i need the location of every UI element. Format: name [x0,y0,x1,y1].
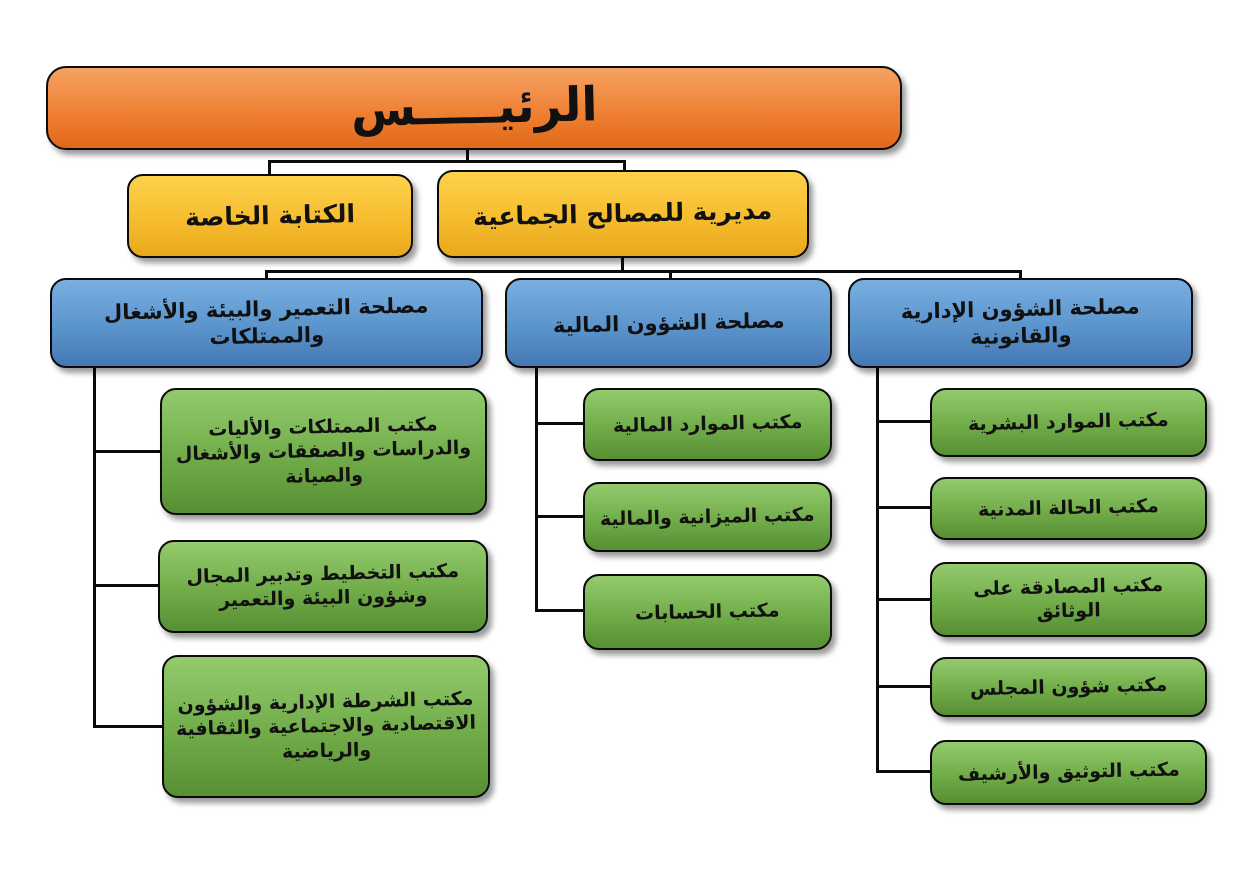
connector-left-trunk [93,366,96,728]
node-office-properties-machinery: مكتب الممتلكات والأليات والدراسات والصفق… [160,388,487,515]
connector-drop-service-right [1019,270,1022,280]
connector-directorate-trunk [621,256,624,273]
node-service-admin-legal-affairs: مصلحة الشؤون الإدارية والقانونية [848,278,1193,368]
node-office-financial-resources: مكتب الموارد المالية [583,388,832,461]
node-service-financial-affairs: مصلحة الشؤون المالية [505,278,832,368]
connector-right-branch-3 [876,598,931,601]
node-communal-services-directorate: مديرية للمصالح الجماعية [437,170,809,258]
node-office-council-affairs-label: مكتب شؤون المجلس [969,673,1168,701]
connector-services-rail [265,270,1022,273]
node-president: الرئيـــــس [46,66,902,150]
node-office-documentation-archives: مكتب التوثيق والأرشيف [930,740,1207,805]
connector-left-branch-3 [93,725,163,728]
connector-right-branch-1 [876,420,931,423]
node-office-budget-finance-label: مكتب الميزانية والمالية [600,503,815,531]
node-office-documentation-archives-label: مكتب التوثيق والأرشيف [957,758,1180,786]
connector-drop-secretariat [268,160,271,176]
node-office-financial-resources-label: مكتب الموارد المالية [612,411,803,438]
node-private-secretariat: الكتابة الخاصة [127,174,413,258]
connector-right-trunk [876,366,879,773]
connector-middle-branch-3 [535,609,584,612]
node-president-label: الرئيـــــس [350,77,598,138]
connector-middle-trunk [535,366,538,612]
node-office-planning-environment: مكتب التخطيط وتدبير المجال وشؤون البيئة … [158,540,488,633]
node-office-document-certification: مكتب المصادقة على الوثائق [930,562,1207,637]
node-service-urbanism-environment-label: مصلحة التعمير والبيئة والأشغال والممتلكا… [103,293,429,350]
connector-drop-service-middle [669,270,672,280]
node-office-document-certification-label: مكتب المصادقة على الوثائق [973,574,1164,624]
node-office-council-affairs: مكتب شؤون المجلس [930,657,1207,717]
connector-drop-directorate [623,160,626,172]
node-communal-services-directorate-label: مديرية للمصالح الجماعية [473,195,773,232]
node-service-financial-affairs-label: مصلحة الشؤون المالية [552,307,785,338]
node-office-civil-status-label: مكتب الحالة المدنية [977,495,1160,522]
node-office-planning-environment-label: مكتب التخطيط وتدبير المجال وشؤون البيئة … [186,560,460,612]
node-office-accounts-label: مكتب الحسابات [635,599,780,625]
node-office-admin-police-social-label: مكتب الشرطة الإدارية والشؤون الاقتصادية … [175,687,477,763]
connector-middle-branch-2 [535,515,584,518]
node-office-civil-status: مكتب الحالة المدنية [930,477,1207,540]
connector-left-branch-2 [93,584,159,587]
connector-drop-service-left [265,270,268,280]
connector-right-branch-4 [876,685,931,688]
connector-left-branch-1 [93,450,161,453]
connector-right-branch-2 [876,506,931,509]
node-office-admin-police-social: مكتب الشرطة الإدارية والشؤون الاقتصادية … [162,655,490,798]
node-office-budget-finance: مكتب الميزانية والمالية [583,482,832,552]
connector-root-rail [268,160,626,163]
node-office-properties-machinery-label: مكتب الممتلكات والأليات والدراسات والصفق… [175,413,472,488]
node-service-admin-legal-affairs-label: مصلحة الشؤون الإدارية والقانونية [900,294,1140,350]
node-office-human-resources-label: مكتب الموارد البشرية [967,409,1170,436]
connector-middle-branch-1 [535,422,584,425]
node-office-accounts: مكتب الحسابات [583,574,832,650]
connector-right-branch-5 [876,770,931,773]
node-private-secretariat-label: الكتابة الخاصة [184,199,356,232]
connector-root-trunk [466,148,469,163]
node-service-urbanism-environment: مصلحة التعمير والبيئة والأشغال والممتلكا… [50,278,483,368]
node-office-human-resources: مكتب الموارد البشرية [930,388,1207,457]
